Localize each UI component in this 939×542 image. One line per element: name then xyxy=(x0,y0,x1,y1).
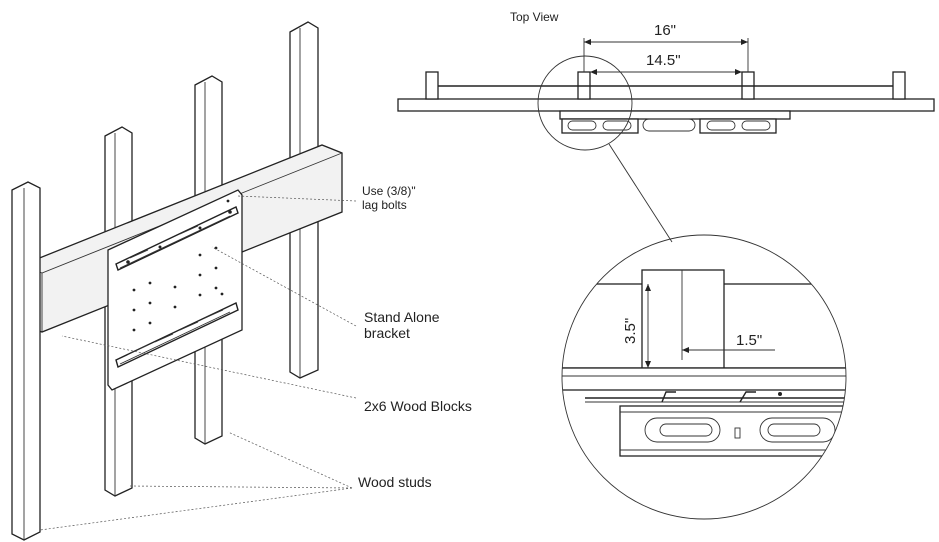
wood-stud-front-left xyxy=(11,181,41,541)
wood-studs-label: Wood studs xyxy=(358,474,432,490)
bracket-label-line2: bracket xyxy=(364,325,410,341)
wood-blocks-label: 2x6 Wood Blocks xyxy=(364,398,472,414)
stand-alone-bracket xyxy=(107,189,243,391)
lag-bolts-label-line1: Use (3/8)" xyxy=(362,184,416,198)
leader-wood-studs-3 xyxy=(39,487,353,531)
block-depth-dimension: 3.5" xyxy=(622,317,639,344)
inner-spacing-dimension: 14.5" xyxy=(646,52,681,69)
lag-bolts-label-line2: lag bolts xyxy=(362,198,407,212)
top-view xyxy=(397,38,935,243)
leader-bracket xyxy=(211,246,357,327)
leader-wood-studs-2 xyxy=(129,485,353,489)
bracket-label-line1: Stand Alone xyxy=(364,309,440,325)
detail-circle-icon xyxy=(537,55,633,151)
top-view-title: Top View xyxy=(510,10,559,24)
stud-spacing-dimension: 16" xyxy=(654,22,677,39)
stud-width-dimension: 1.5" xyxy=(736,332,763,349)
leader-wood-studs-1 xyxy=(227,431,353,489)
isometric-wall-view xyxy=(11,21,357,541)
detail-view xyxy=(561,234,847,520)
